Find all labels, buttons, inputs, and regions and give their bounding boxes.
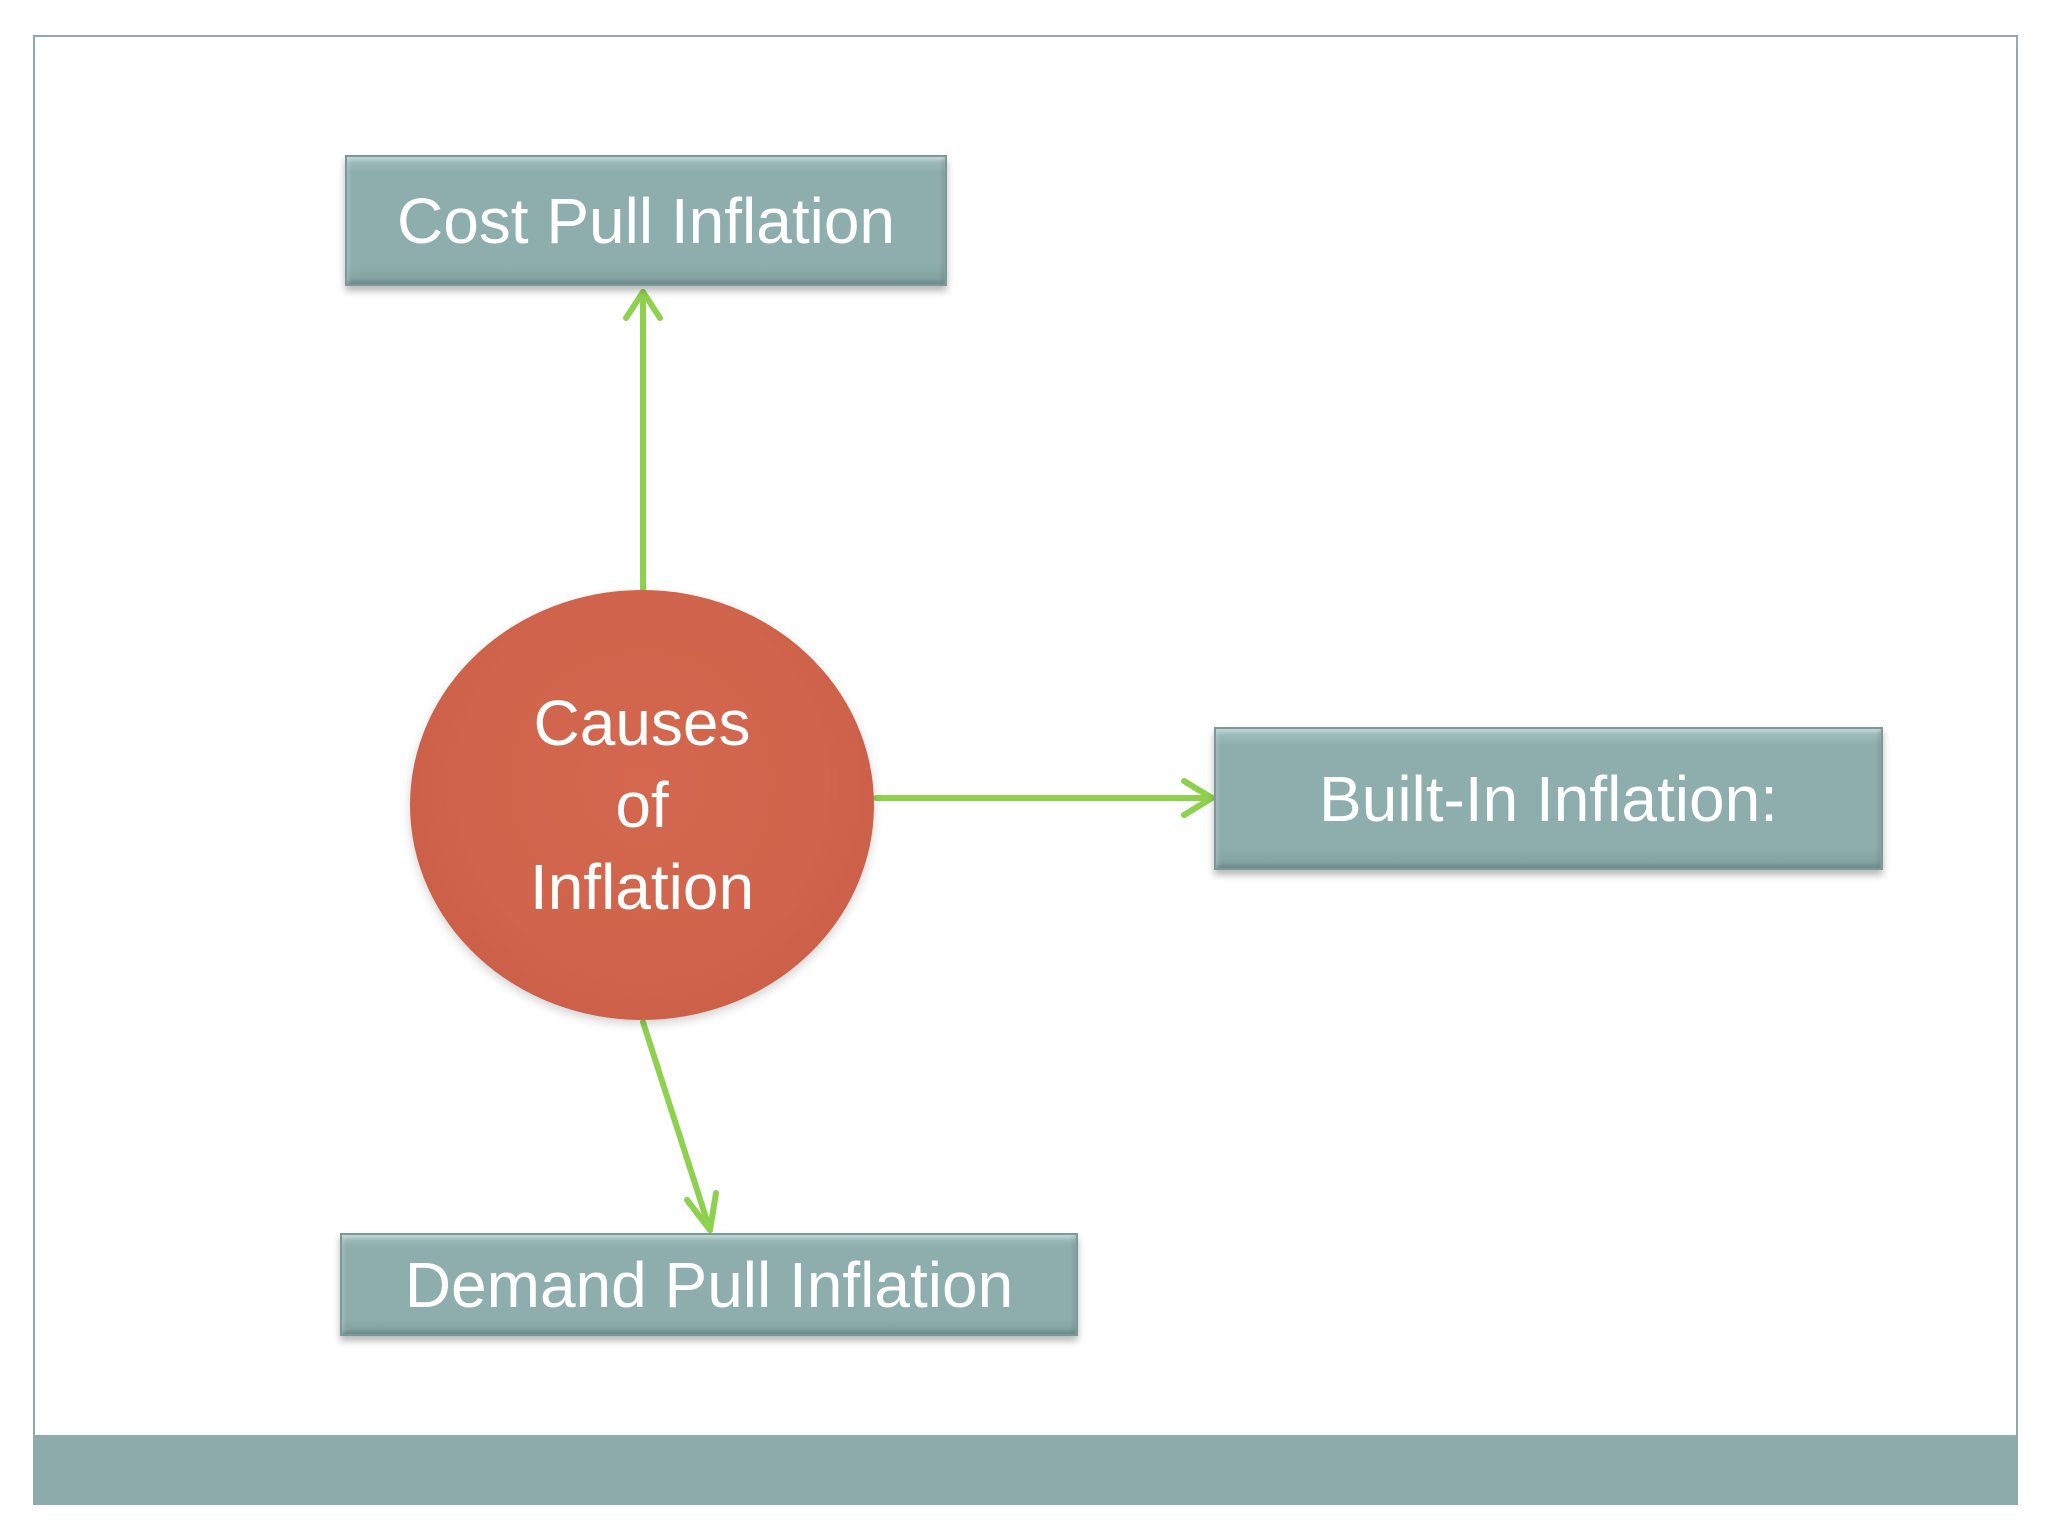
causes-of-inflation-node: Causes of Inflation	[410, 590, 874, 1020]
center-node-label: Causes of Inflation	[529, 687, 755, 923]
built-in-inflation-node: Built-In Inflation:	[1214, 727, 1883, 870]
footer-bar	[33, 1435, 2018, 1505]
arrow-to-built-in	[873, 778, 1215, 818]
cost-pull-inflation-node: Cost Pull Inflation	[345, 155, 947, 286]
demand-pull-inflation-node: Demand Pull Inflation	[340, 1233, 1078, 1336]
arrow-to-demand-pull	[640, 1019, 719, 1233]
arrow-to-cost-pull	[623, 289, 663, 595]
